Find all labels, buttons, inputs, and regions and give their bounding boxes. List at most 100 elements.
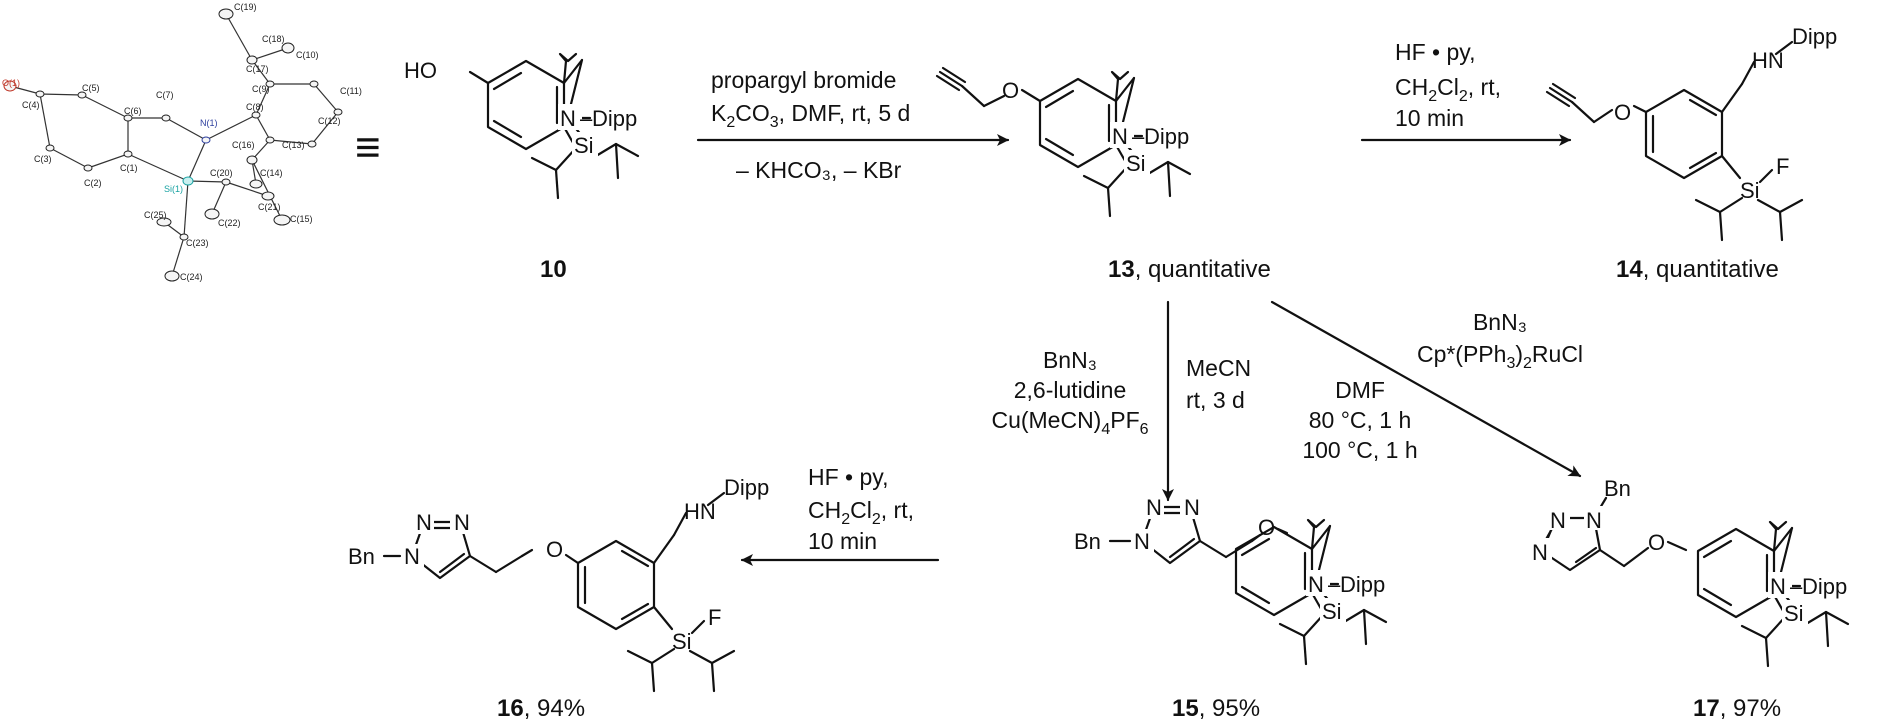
compound-label: 15, 95% (1172, 695, 1260, 722)
crystal-label: C(11) (340, 86, 362, 96)
atom-label: N (1146, 495, 1162, 520)
compound-label: 17, 97% (1693, 695, 1781, 722)
atom-label: Dipp (1144, 124, 1189, 149)
atom-label: Si (1322, 599, 1342, 624)
reaction-4: BnN₃ Cp*(PPh3)2RuCl DMF 80 °C, 1 h 100 °… (1270, 300, 1583, 478)
atom-label: HO (404, 58, 437, 83)
condition: DMF (1335, 377, 1385, 403)
atom-label: O (1648, 530, 1665, 555)
crystal-structure: O(1) C(4) C(5) C(3) C(6) C(7) C(2) C(1) … (2, 2, 362, 282)
crystal-label: C(21) (258, 202, 281, 212)
atom-label: Bn (1074, 529, 1101, 554)
crystal-label: C(18) (262, 34, 285, 44)
crystal-label: C(19) (234, 2, 257, 12)
atom-label: N (1550, 508, 1566, 533)
crystal-label: O(1) (2, 78, 20, 88)
atom-label: Si (1740, 178, 1760, 203)
crystal-label: N(1) (200, 118, 218, 128)
crystal-label: C(20) (210, 168, 233, 178)
condition: 10 min (808, 528, 877, 554)
condition: CH2Cl2, rt, (808, 497, 914, 528)
condition: K2CO3, DMF, rt, 5 d (711, 100, 910, 131)
crystal-label: C(22) (218, 218, 241, 228)
crystal-label: C(16) (232, 140, 255, 150)
crystal-label: C(12) (318, 116, 341, 126)
atom-label: Dipp (724, 475, 769, 500)
compound-13: O N Si – Dipp (935, 66, 1192, 218)
crystal-label: C(6) (124, 106, 142, 116)
atom-label: Si (574, 133, 594, 158)
compound-10: N Si Dipp – HO (404, 52, 640, 200)
crystal-label: C(2) (84, 178, 102, 188)
atom-label: N (1184, 495, 1200, 520)
condition: BnN₃ (1473, 309, 1527, 335)
condition: HF • py, (1395, 39, 1475, 65)
crystal-label: C(15) (290, 214, 313, 224)
atom-label: Si (1126, 151, 1146, 176)
atom-label: Dipp (1802, 574, 1847, 599)
atom-label: N (404, 544, 420, 569)
condition: BnN₃ (1043, 347, 1097, 373)
atom-label: N (416, 510, 432, 535)
equivalence-symbol: ≡ (355, 123, 381, 172)
condition: – KHCO₃, – KBr (736, 157, 902, 183)
atom-label: – (1132, 124, 1145, 149)
atom-label: N (1532, 540, 1548, 565)
crystal-label: C(25) (144, 210, 167, 220)
crystal-label: C(8) (246, 102, 264, 112)
atom-label: N (1134, 529, 1150, 554)
atom-label: N (1112, 124, 1128, 149)
crystal-label: C(5) (82, 83, 100, 93)
atom-label: N (1308, 572, 1324, 597)
compound-16: O HN Dipp Si F (546, 475, 769, 693)
condition: 100 °C, 1 h (1302, 437, 1417, 463)
reaction-5: HF • py, CH2Cl2, rt, 10 min (740, 464, 940, 566)
compound-17: N Si – Dipp (1696, 520, 1850, 668)
triazole-17: N N N Bn O (1528, 476, 1688, 572)
atom-label: N (560, 106, 576, 131)
atom-label: Dipp (1792, 24, 1837, 49)
crystal-label: C(3) (34, 154, 52, 164)
crystal-label: C(14) (260, 168, 283, 178)
triazole-15: N N N Bn O (1074, 493, 1289, 565)
atom-label: O (546, 537, 563, 562)
atom-label: N (454, 510, 470, 535)
compound-label: 10 (540, 256, 567, 283)
atom-label: – (1790, 574, 1803, 599)
compound-label: 14, quantitative (1616, 256, 1779, 283)
crystal-label: C(13) (282, 140, 305, 150)
compound-15: N Si – Dipp (1234, 518, 1388, 666)
atom-label: Bn (348, 544, 375, 569)
condition: Cu(MeCN)4PF6 (991, 407, 1148, 438)
atom-label: Si (1784, 601, 1804, 626)
condition: 2,6-lutidine (1014, 377, 1127, 403)
atom-label: – (1328, 572, 1341, 597)
crystal-label: C(23) (186, 238, 209, 248)
crystal-label: C(4) (22, 100, 40, 110)
condition: propargyl bromide (711, 67, 896, 93)
atom-label: Dipp (1340, 572, 1385, 597)
atom-label: HN (1752, 48, 1784, 73)
atom-label: N (1586, 508, 1602, 533)
atom-label: F (708, 605, 721, 630)
atom-label: HN (684, 499, 716, 524)
reaction-2: HF • py, CH2Cl2, rt, 10 min (1360, 39, 1572, 146)
atom-label: O (1002, 78, 1019, 103)
atom-label: Si (672, 629, 692, 654)
crystal-label: C(17) (246, 64, 269, 74)
condition: MeCN (1186, 355, 1251, 381)
compound-label: 16, 94% (497, 695, 585, 722)
compound-14: O HN Dipp Si F (1545, 24, 1837, 242)
condition: rt, 3 d (1186, 387, 1245, 413)
crystal-label: C(10) (296, 50, 319, 60)
condition: 10 min (1395, 105, 1464, 131)
reaction-3: BnN₃ 2,6-lutidine Cu(MeCN)4PF6 MeCN rt, … (991, 300, 1251, 502)
atom-label: – (580, 106, 593, 131)
atom-label: Bn (1604, 476, 1631, 501)
condition: 80 °C, 1 h (1309, 407, 1412, 433)
condition: Cp*(PPh3)2RuCl (1417, 341, 1583, 372)
atom-label: Dipp (592, 106, 637, 131)
crystal-label: C(9) (252, 84, 270, 94)
triazole-16: N N N Bn (348, 508, 534, 580)
atom-label: O (1614, 100, 1631, 125)
